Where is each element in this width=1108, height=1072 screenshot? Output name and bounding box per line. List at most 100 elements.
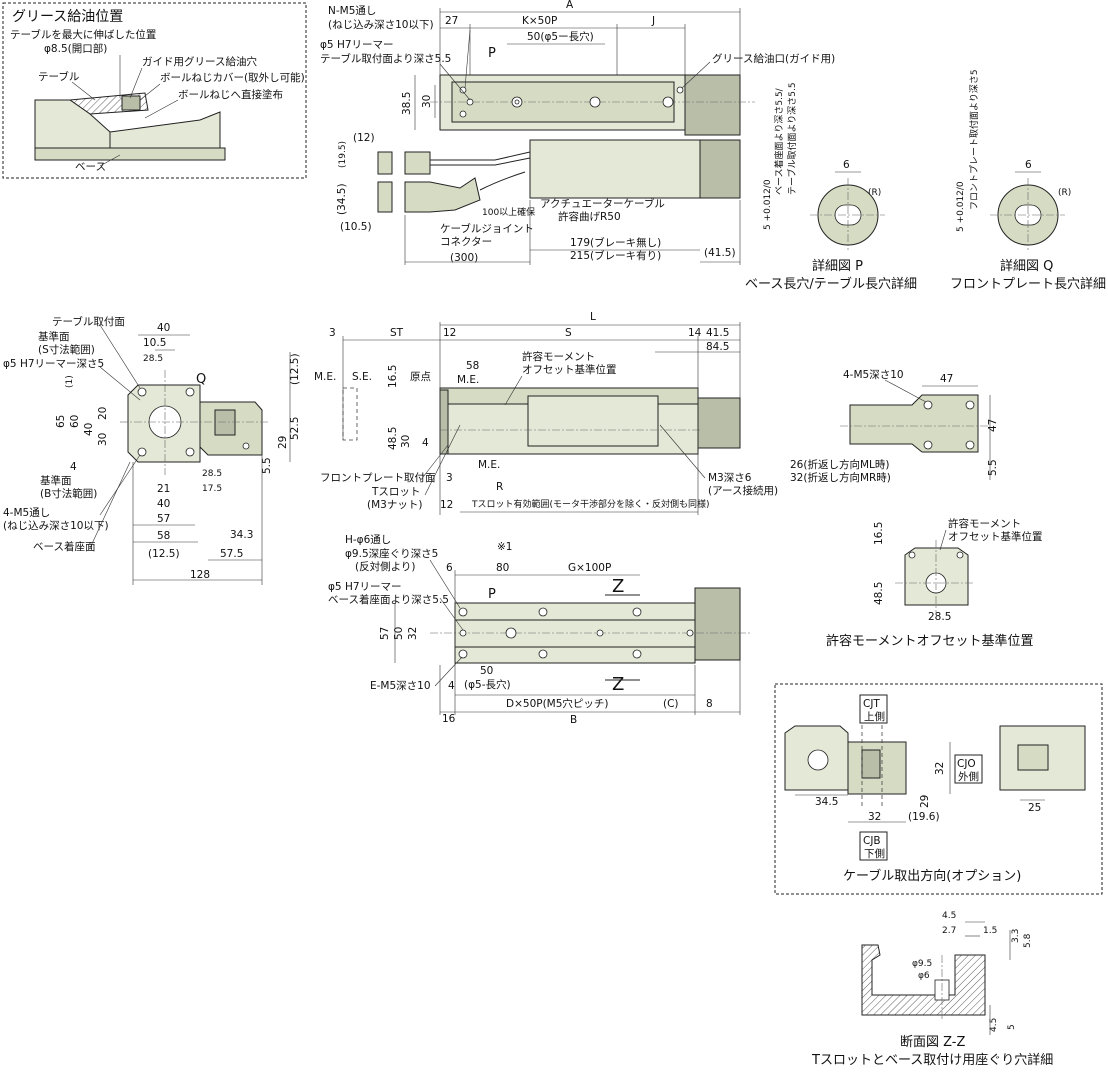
side-front-plate: フロントプレート取付面	[320, 471, 436, 484]
front-m5: 4-M5通し	[3, 507, 50, 519]
grease-position-panel: グリース給油位置 テーブルを最大に伸ばした位置 φ8.5(開口部) ガイド用グリ…	[2, 2, 307, 179]
grease-table-label: テーブル	[38, 70, 79, 83]
opt-side-connector	[1017, 744, 1049, 771]
bottom-hole-8	[632, 649, 642, 659]
front-d4: 4	[70, 461, 77, 473]
front-d343: 34.3	[230, 529, 253, 541]
front-d29: 29	[277, 436, 289, 449]
bottom-d16: 16	[442, 713, 456, 725]
bottom-reamer2: ベース着座面より深さ5.5	[328, 593, 449, 606]
bottom-hole-4	[505, 627, 517, 639]
opt-d29: 29	[919, 795, 931, 808]
bottom-h6: H-φ6通し	[345, 534, 391, 546]
bottom-d80: 80	[496, 562, 509, 574]
bracket-hole-1	[923, 400, 933, 410]
side-tslot-range: Tスロット有効範囲(モータ干渉部分を除く・反対側も同様)	[471, 498, 710, 510]
front-hole-4	[185, 447, 195, 457]
side-front-plate	[439, 389, 449, 455]
bottom-hole-10	[686, 629, 694, 637]
bracket-hole-3	[923, 440, 933, 450]
side-motor	[527, 395, 659, 447]
top-screw-2	[459, 110, 467, 118]
detail-p-d6: 6	[843, 159, 850, 171]
top-leader-nm5	[464, 29, 471, 89]
moment-hole-1	[908, 551, 916, 559]
top-dA: A	[566, 0, 574, 11]
opt-d32: 32	[934, 762, 946, 775]
side-R: R	[496, 481, 503, 493]
front-base-face: ベース着座面	[33, 540, 95, 553]
side-earth: (アース接続用)	[708, 484, 778, 497]
cable-motor-body	[529, 139, 701, 199]
bottom-d4: 4	[448, 680, 455, 692]
bottom-cbore: φ9.5深座ぐり深さ5	[345, 547, 438, 560]
side-leader-2	[424, 424, 461, 496]
front-ref-face: 基準面	[38, 330, 70, 343]
top-grease-port: グリース給油口(ガイド用)	[712, 52, 835, 65]
detail-p-tol: 5 +0.012/0	[763, 179, 773, 230]
bracket-hole-2	[965, 400, 975, 410]
side-d14: 14	[688, 327, 702, 339]
side-d30: 30	[400, 435, 412, 448]
front-d58: 58	[157, 530, 170, 542]
side-d58: 58	[466, 360, 479, 372]
front-leader-2	[99, 366, 141, 401]
cjo-box	[954, 754, 983, 784]
cable-d345: (34.5)	[336, 183, 348, 215]
grease-leader-4	[144, 99, 179, 119]
sec-caption: Tスロットとベース取付け用座ぐり穴詳細	[811, 1052, 1053, 1068]
front-d125r: (12.5)	[289, 353, 301, 385]
moment-title: 許容モーメントオフセット基準位置	[826, 633, 1033, 649]
side-m3: M3深さ6	[708, 472, 752, 484]
detail-q-R: (R)	[1058, 188, 1071, 198]
grease-leader-2	[129, 67, 143, 99]
side-L: L	[590, 311, 596, 323]
bottom-hole-3	[459, 629, 467, 637]
cable-d105: (10.5)	[340, 221, 372, 233]
bottom-leader-1	[429, 559, 461, 609]
front-d40b: 40	[83, 423, 95, 436]
side-ME2: M.E.	[457, 374, 479, 386]
cjb-label: CJB	[863, 835, 881, 847]
front-hole-1	[137, 387, 147, 397]
front-Q: Q	[196, 372, 206, 387]
top-motor	[684, 74, 741, 136]
front-motor-box	[214, 409, 236, 436]
grease-subtitle: テーブルを最大に伸ばした位置	[10, 28, 156, 41]
side-S: S	[565, 327, 572, 339]
cable-actuator: アクチュエーターケーブル	[540, 197, 665, 210]
grease-guide-hole-label: ガイド用グリース給油穴	[142, 55, 257, 68]
top-leader-grease	[681, 61, 711, 89]
front-d55: 5.5	[261, 457, 273, 474]
side-origin: 原点	[410, 371, 431, 383]
cable-line-bend	[479, 171, 526, 191]
side-d3b: 3	[446, 472, 453, 484]
side-stroke-ghost	[342, 387, 358, 441]
front-d30: 30	[97, 433, 109, 446]
grease-leader-3	[139, 83, 161, 101]
detail-q-title: 詳細図 Q	[1000, 258, 1053, 274]
front-leader-4	[89, 461, 131, 549]
bracket-d47: 47	[940, 373, 953, 385]
side-d415: 41.5	[706, 327, 729, 339]
front-d57: 57	[157, 513, 170, 525]
detail-q-caption: フロントプレート長穴詳細	[950, 276, 1106, 292]
front-d285b: 28.5	[202, 469, 222, 479]
detail-p-caption: ベース長穴/テーブル長穴詳細	[745, 276, 917, 292]
top-leader-reamer	[439, 63, 471, 101]
grease-leader-5	[71, 81, 96, 101]
bottom-G: G×100P	[568, 562, 611, 574]
top-P-label: P	[488, 46, 496, 61]
front-b-ref: 基準面	[40, 474, 72, 487]
cjo-label: CJO	[957, 758, 976, 770]
moment-d285: 28.5	[928, 611, 951, 623]
front-d40: 40	[157, 322, 170, 334]
sec-d58: 5.8	[1023, 933, 1033, 948]
cable-line-top-2	[430, 157, 531, 166]
top-hole-2	[589, 96, 601, 108]
bottom-hole-7	[632, 607, 642, 617]
moment-hole-2	[956, 551, 964, 559]
top-reamer-depth: テーブル取付面より深さ5.5	[320, 52, 451, 65]
top-view: N-M5通し (ねじ込み深さ10以下) φ5 H7リーマー テーブル取付面より深…	[320, 0, 835, 136]
bracket-d26: 26(折返し方向ML時)	[790, 458, 889, 471]
